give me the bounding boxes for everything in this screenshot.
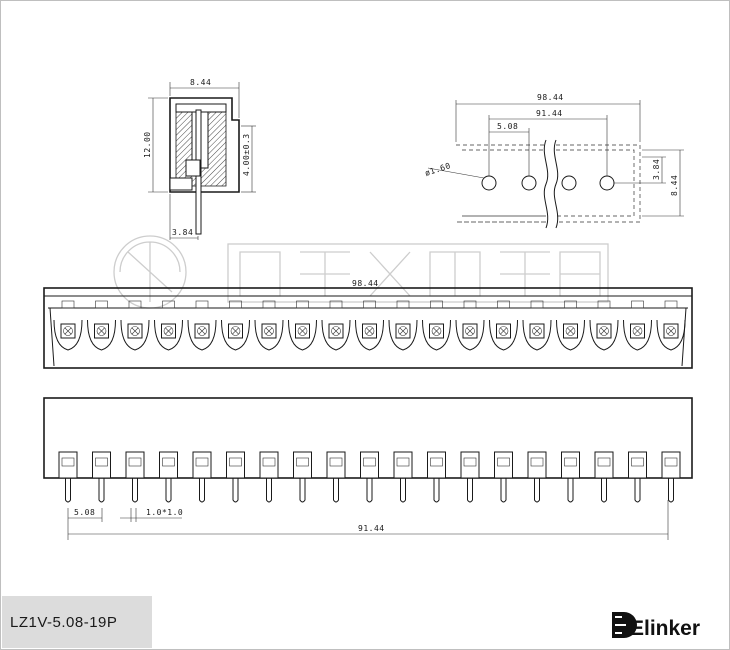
top-terminal [187, 300, 217, 351]
front-pin [594, 451, 614, 503]
side-width-label: 8.44 [190, 78, 211, 87]
brand-name: Elinker [630, 617, 700, 640]
front-pin-size-label: 1.0*1.0 [146, 508, 183, 517]
top-terminal [288, 300, 317, 351]
front-pin [92, 451, 111, 503]
front-pin [628, 451, 647, 503]
side-view: 8.44 12.00 4.00±0.3 3.84 [143, 78, 256, 240]
top-terminal [53, 300, 83, 351]
top-terminal [489, 300, 518, 351]
watermark [113, 235, 609, 309]
pcb-depth-label: 8.44 [670, 175, 679, 196]
pcb-pitch-label: 5.08 [497, 122, 518, 131]
top-terminal [154, 300, 183, 351]
front-pin [561, 451, 580, 503]
top-terminal [321, 300, 351, 351]
pcb-overall-label: 98.44 [537, 93, 564, 102]
front-span-label: 91.44 [358, 524, 385, 533]
top-terminal [522, 300, 552, 351]
top-terminal [388, 300, 418, 351]
top-terminal [355, 300, 384, 351]
front-pin [58, 451, 78, 503]
brand-logo: Elinker [612, 612, 700, 640]
front-pin [661, 451, 681, 503]
top-terminal [623, 300, 652, 351]
model-label: LZ1V-5.08-19P [10, 614, 117, 631]
pcb-hole-label: ø1.60 [424, 161, 452, 178]
top-overall-label: 98.44 [352, 279, 379, 288]
front-pin [293, 451, 312, 503]
front-pin [226, 451, 245, 503]
top-terminal [556, 300, 585, 351]
front-pin [460, 451, 480, 503]
side-pin-height-label: 4.00±0.3 [242, 133, 251, 176]
pcb-layout-view: 98.44 91.44 5.08 ø1.60 3.84 8.44 [424, 93, 684, 229]
side-pin-offset-label: 3.84 [172, 228, 193, 237]
front-pin [494, 451, 513, 503]
front-pitch-label: 5.08 [74, 508, 95, 517]
side-height-label: 12.00 [143, 131, 152, 158]
pcb-span-label: 91.44 [536, 109, 563, 118]
top-terminal [455, 300, 485, 351]
top-terminal [656, 300, 686, 351]
front-pin [326, 451, 346, 503]
top-terminal [589, 300, 619, 351]
top-terminal [422, 300, 451, 351]
front-pin [159, 451, 178, 503]
front-pin [125, 451, 145, 503]
top-terminal [254, 300, 284, 351]
front-pin [393, 451, 413, 503]
brand-mark-icon [612, 612, 637, 638]
front-view: 5.08 1.0*1.0 91.44 [43, 397, 693, 540]
top-terminal [221, 300, 250, 351]
front-pin [360, 451, 379, 503]
front-pin [259, 451, 279, 503]
model-label-box: LZ1V-5.08-19P [2, 596, 152, 648]
top-terminal [120, 300, 150, 351]
front-pin [427, 451, 446, 503]
front-pin [527, 451, 547, 503]
top-terminal [87, 300, 116, 351]
top-view: 98.44 [43, 279, 693, 369]
pcb-row-offset-label: 3.84 [652, 159, 661, 180]
front-pin [192, 451, 212, 503]
